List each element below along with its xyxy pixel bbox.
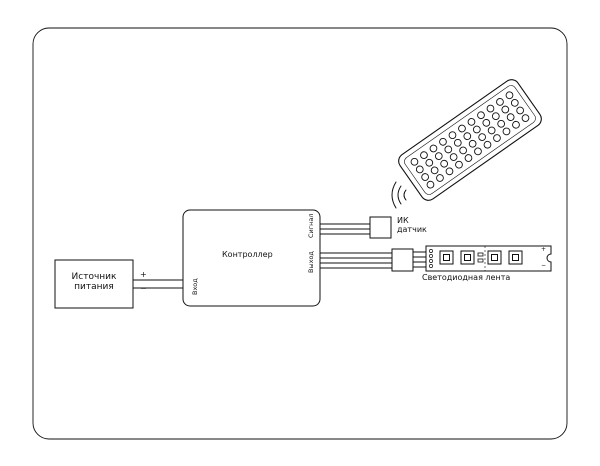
remote-button xyxy=(487,126,496,135)
power-minus-sign: − xyxy=(140,284,147,293)
led-chip xyxy=(460,250,475,265)
remote-button xyxy=(463,132,472,140)
remote-button xyxy=(483,140,492,149)
remote-button xyxy=(449,153,458,161)
remote-button xyxy=(420,151,428,159)
remote-button xyxy=(429,144,438,153)
led-chip xyxy=(512,254,519,261)
remote-button xyxy=(512,120,520,129)
power-supply-box xyxy=(54,259,134,309)
remote-button xyxy=(453,138,462,147)
ir-sensor-label: ИК датчик xyxy=(397,216,427,234)
controller-signal-label: Сигнал xyxy=(307,213,315,238)
remote-button xyxy=(510,99,519,107)
ir-sensor-label-line1: ИК xyxy=(397,216,409,225)
controller-input-label: Вход xyxy=(191,278,199,295)
remote-button xyxy=(472,125,481,134)
led-chip xyxy=(487,250,502,265)
power-supply-label: Источник питания xyxy=(55,272,133,292)
led-resistor xyxy=(477,252,484,257)
remote-button xyxy=(516,106,524,115)
ir-sensor-connector xyxy=(369,216,392,239)
remote-button xyxy=(436,174,444,182)
remote-button xyxy=(467,118,476,126)
led-chip xyxy=(508,250,523,265)
led-strip-minus-sign: − xyxy=(541,262,547,269)
remote-button xyxy=(468,139,477,148)
led-chip xyxy=(491,254,498,261)
remote-button xyxy=(426,180,435,189)
remote-button xyxy=(439,137,447,146)
remote-button xyxy=(464,154,473,162)
remote-button xyxy=(521,114,530,122)
led-chip xyxy=(439,250,454,265)
led-strip-plus-sign: + xyxy=(541,246,547,253)
remote-button xyxy=(445,167,454,176)
power-supply-label-line2: питания xyxy=(74,282,114,292)
led-strip-pins xyxy=(429,249,433,268)
led-strip-pin xyxy=(429,259,433,263)
ir-remote-icon xyxy=(398,79,542,201)
diagram-frame xyxy=(32,27,568,440)
remote-button xyxy=(493,134,501,142)
led-resistors xyxy=(477,252,484,263)
led-strip-label: Светодиодная лента xyxy=(422,273,511,282)
remote-button xyxy=(444,145,453,154)
remote-button xyxy=(497,119,505,128)
remote-button xyxy=(458,124,466,133)
led-connector xyxy=(391,248,414,272)
remote-button xyxy=(502,127,511,136)
power-supply-label-line1: Источник xyxy=(71,272,117,282)
remote-button xyxy=(410,157,419,166)
remote-button xyxy=(478,133,486,141)
remote-button xyxy=(477,111,485,120)
led-strip-pin xyxy=(429,264,433,268)
remote-button xyxy=(455,160,463,169)
remote-button xyxy=(501,105,510,114)
remote-button xyxy=(448,131,457,140)
remote-button xyxy=(506,113,515,122)
ir-sensor-label-line2: датчик xyxy=(397,225,427,234)
remote-button xyxy=(430,166,439,175)
led-chip xyxy=(464,254,471,261)
controller-title: Контроллер xyxy=(222,250,273,259)
controller-output-label: Выход xyxy=(307,251,315,273)
led-strip-pin xyxy=(429,254,433,258)
remote-button xyxy=(482,118,491,127)
ir-signal-waves-icon xyxy=(391,181,407,209)
remote-button xyxy=(505,91,514,100)
remote-button xyxy=(491,112,500,121)
led-chip xyxy=(443,254,450,261)
remote-button xyxy=(474,147,482,156)
remote-button xyxy=(440,159,448,168)
led-resistor xyxy=(477,258,484,263)
led-chips xyxy=(439,250,523,265)
remote-button xyxy=(486,104,495,113)
led-strip-pin xyxy=(429,249,433,253)
remote-button xyxy=(459,146,467,155)
remote-button xyxy=(415,165,424,174)
remote-button xyxy=(496,98,504,106)
remote-button xyxy=(425,158,434,167)
power-plus-sign: + xyxy=(140,270,147,279)
remote-button xyxy=(421,173,429,181)
remote-button xyxy=(434,152,443,160)
